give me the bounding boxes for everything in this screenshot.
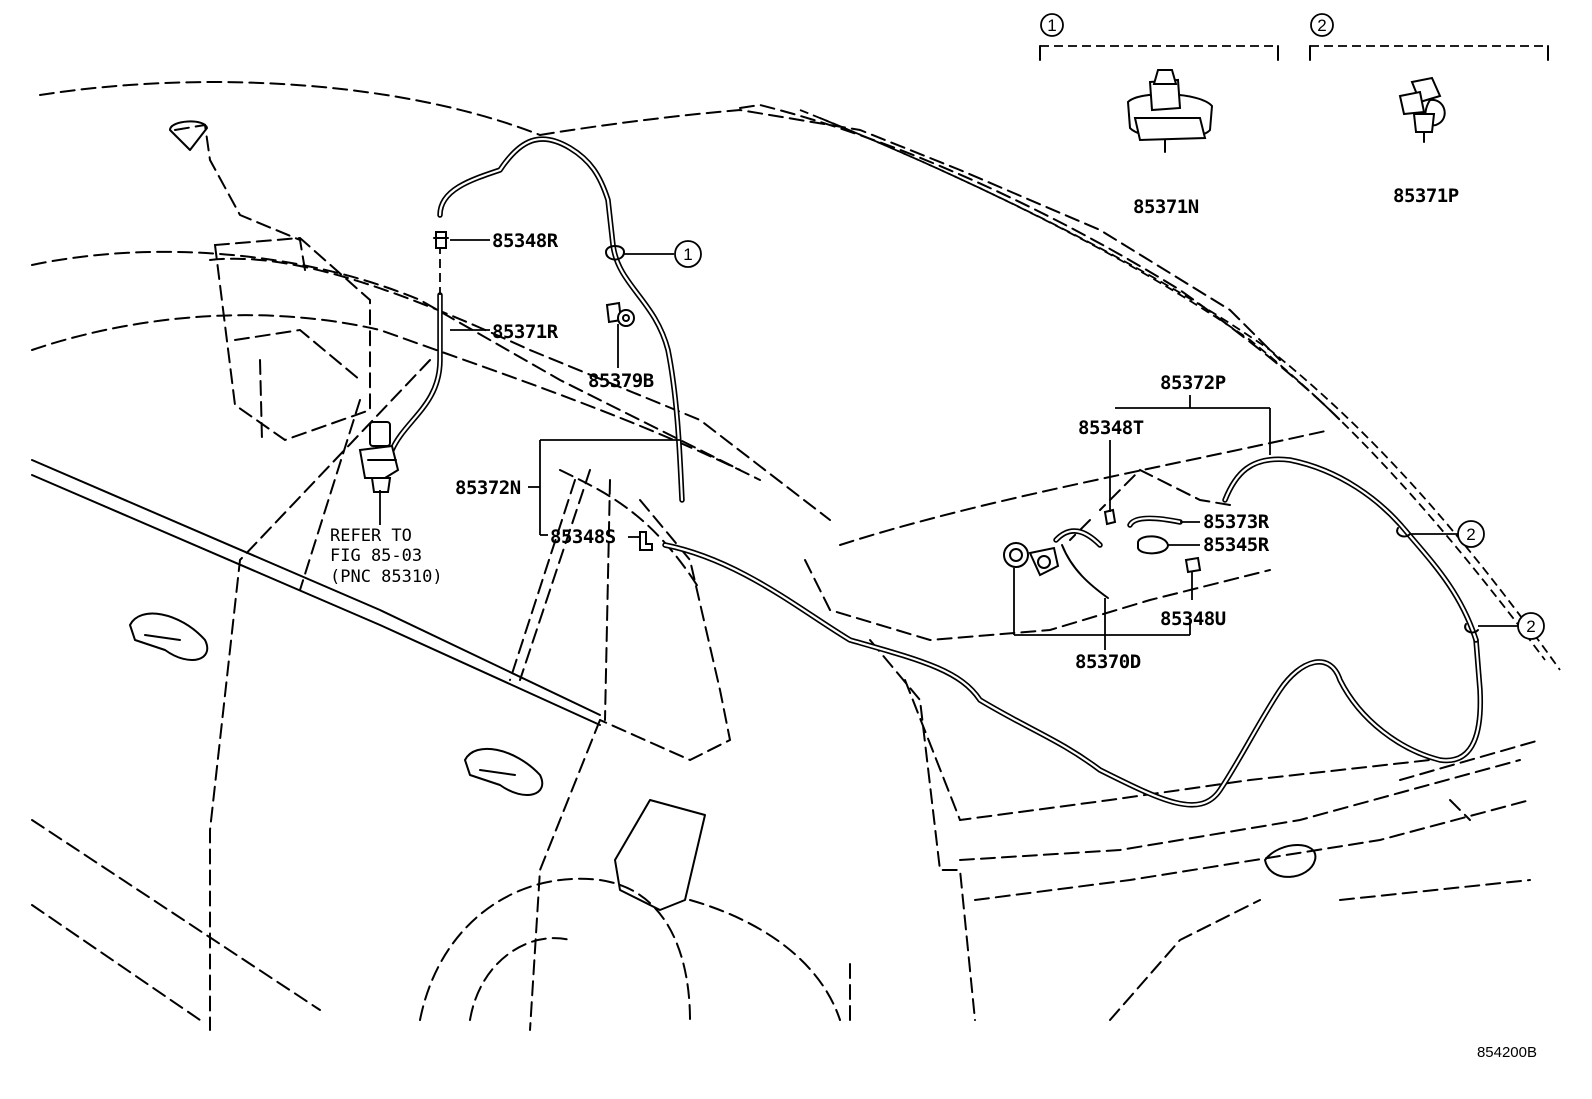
vehicle-body-outline bbox=[31, 81, 1561, 1031]
callout-2-rear-b-text: 2 bbox=[1526, 617, 1535, 636]
part-grommet-85345R bbox=[1137, 535, 1170, 555]
leader-lines bbox=[379, 239, 1518, 650]
callout-2-inset-text: 2 bbox=[1317, 16, 1326, 35]
part-rear-nozzle-85370D bbox=[1003, 528, 1109, 599]
part-nozzle-85348R bbox=[433, 231, 449, 249]
washer-hose-rear bbox=[662, 456, 1484, 808]
label-85348U: 85348U bbox=[1160, 608, 1226, 630]
refer-note-line-2: FIG 85-03 bbox=[330, 546, 422, 566]
part-clip-85371R bbox=[605, 245, 625, 261]
inset-bracket-1 bbox=[1039, 45, 1279, 61]
label-85373R: 85373R bbox=[1203, 511, 1270, 533]
label-85371R: 85371R bbox=[492, 321, 559, 343]
callout-2-rear-a: 2 bbox=[1457, 520, 1485, 548]
callout-1-hose: 1 bbox=[674, 240, 702, 268]
refer-note-line-1: REFER TO bbox=[330, 526, 412, 546]
inset-bracket-2 bbox=[1309, 45, 1549, 61]
callout-1-inset: 1 bbox=[1040, 13, 1064, 37]
label-85371N: 85371N bbox=[1133, 196, 1199, 218]
label-85348R: 85348R bbox=[492, 230, 559, 252]
callout-2-inset: 2 bbox=[1310, 13, 1334, 37]
label-85348T: 85348T bbox=[1078, 417, 1144, 439]
label-85345R: 85345R bbox=[1203, 534, 1270, 556]
label-85371P: 85371P bbox=[1393, 185, 1459, 207]
label-85372P: 85372P bbox=[1160, 372, 1226, 394]
label-85372N: 85372N bbox=[455, 477, 521, 499]
part-joint-85348U bbox=[1184, 556, 1202, 574]
callout-1-hose-text: 1 bbox=[683, 245, 692, 264]
part-joint-85348S bbox=[639, 531, 653, 551]
inset-clip-85371P-illustration bbox=[1398, 76, 1446, 143]
part-nozzle-85348T bbox=[1103, 508, 1117, 526]
label-85379B: 85379B bbox=[588, 370, 654, 392]
diagram-code: 854200B bbox=[1477, 1044, 1537, 1061]
part-labels: 85348R 85371R 85379B 85372N 85348S 85372… bbox=[455, 185, 1459, 673]
label-85370D: 85370D bbox=[1075, 651, 1141, 673]
part-washer-pump bbox=[358, 421, 400, 493]
part-clip-rear-b bbox=[1464, 623, 1479, 634]
callout-1-inset-text: 1 bbox=[1047, 16, 1056, 35]
callout-2-rear-a-text: 2 bbox=[1466, 525, 1475, 544]
washer-hose-front bbox=[389, 136, 685, 503]
part-grommet-85379B bbox=[605, 301, 635, 327]
inset-clip-85371N-illustration bbox=[1126, 69, 1214, 153]
part-clip-rear-a bbox=[1396, 527, 1411, 538]
refer-note: REFER TO FIG 85-03 (PNC 85310) bbox=[330, 526, 443, 587]
label-85348S: 85348S bbox=[550, 526, 616, 548]
callout-2-rear-b: 2 bbox=[1517, 612, 1545, 640]
part-hose-85373R bbox=[1127, 515, 1183, 528]
refer-note-line-3: (PNC 85310) bbox=[330, 567, 443, 587]
